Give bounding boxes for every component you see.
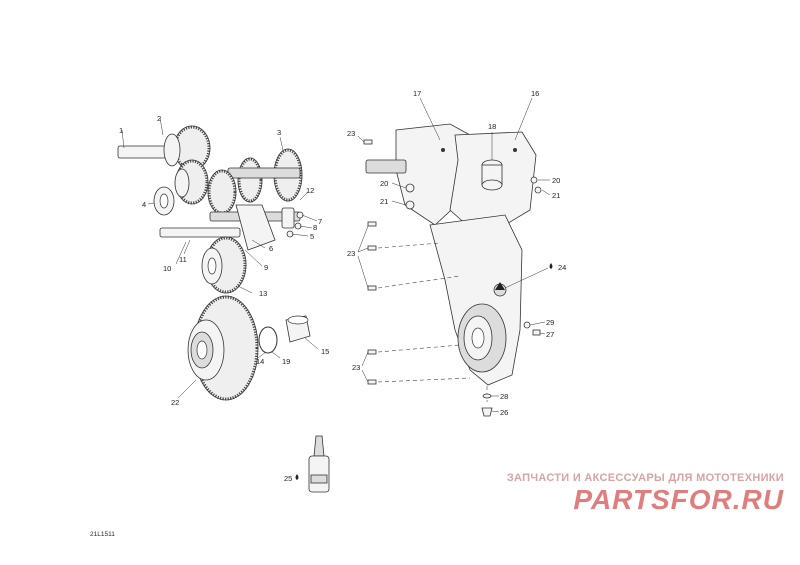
part-2-gear — [159, 117, 211, 171]
main-transmission-case — [429, 214, 523, 386]
callout-11: 11 — [179, 255, 187, 264]
part-24-leader — [504, 263, 553, 289]
callout-26: 26 — [500, 408, 508, 417]
callout-17: 17 — [413, 89, 421, 98]
callout-13: 13 — [259, 289, 267, 298]
callout-24: 24 — [558, 263, 566, 272]
callout-12: 12 — [306, 186, 314, 195]
callout-6: 6 — [269, 244, 273, 253]
part-18-filler-cap — [481, 132, 503, 191]
callout-29: 29 — [546, 318, 554, 327]
callout-20-left: 20 — [380, 179, 388, 188]
callout-10: 10 — [163, 264, 171, 273]
part-4-bearing — [147, 186, 175, 216]
callout-27: 27 — [546, 330, 554, 339]
callout-20-right: 20 — [552, 176, 560, 185]
callout-14: 14 — [256, 357, 264, 366]
callout-28: 28 — [500, 392, 508, 401]
callout-19: 19 — [282, 357, 290, 366]
part-15-sleeve — [285, 315, 319, 350]
callout-22: 22 — [171, 398, 179, 407]
watermark-logo: PARTSFOR.RU — [573, 484, 784, 515]
callout-2: 2 — [157, 114, 161, 123]
part-25-oil-bottle — [295, 435, 330, 493]
gear-train-assembly — [117, 117, 319, 401]
shift-fork-assembly — [159, 191, 318, 267]
callout-7: 7 — [318, 217, 322, 226]
part-3-gear-cluster — [227, 136, 303, 203]
part-20-21-fittings — [391, 176, 551, 210]
callout-9: 9 — [264, 263, 268, 272]
callout-4: 4 — [142, 200, 146, 209]
callout-23-top: 23 — [347, 129, 355, 138]
callout-23-bottom: 23 — [352, 363, 360, 372]
callout-18: 18 — [488, 122, 496, 131]
part-1-input-shaft — [117, 129, 171, 159]
part-23-bolts — [357, 135, 471, 385]
central-gear-stack — [174, 159, 237, 215]
callout-16: 16 — [531, 89, 539, 98]
part-27-29-drain — [523, 321, 546, 336]
gearbox-housing-assembly — [357, 97, 553, 417]
callout-5: 5 — [310, 232, 314, 241]
callout-1: 1 — [119, 126, 123, 135]
callout-labels: 1 2 3 4 5 6 7 8 9 10 11 12 13 14 15 16 1… — [119, 89, 566, 483]
part-19-leader — [271, 351, 281, 359]
callout-23-mid: 23 — [347, 249, 355, 258]
part-13-gear — [201, 236, 253, 294]
callout-25: 25 — [284, 474, 292, 483]
part-26-28-plug — [481, 386, 500, 417]
callout-3: 3 — [277, 128, 281, 137]
drawing-code: 21L1511 — [90, 531, 115, 538]
callout-21-left: 21 — [380, 197, 388, 206]
part-22-large-gear — [177, 295, 259, 401]
callout-15: 15 — [321, 347, 329, 356]
callout-21-right: 21 — [552, 191, 560, 200]
watermark-tagline: ЗАПЧАСТИ И АКСЕССУАРЫ ДЛЯ МОТОТЕХНИКИ — [506, 472, 784, 484]
callout-8: 8 — [313, 223, 317, 232]
part-14-snap-ring — [257, 326, 278, 359]
